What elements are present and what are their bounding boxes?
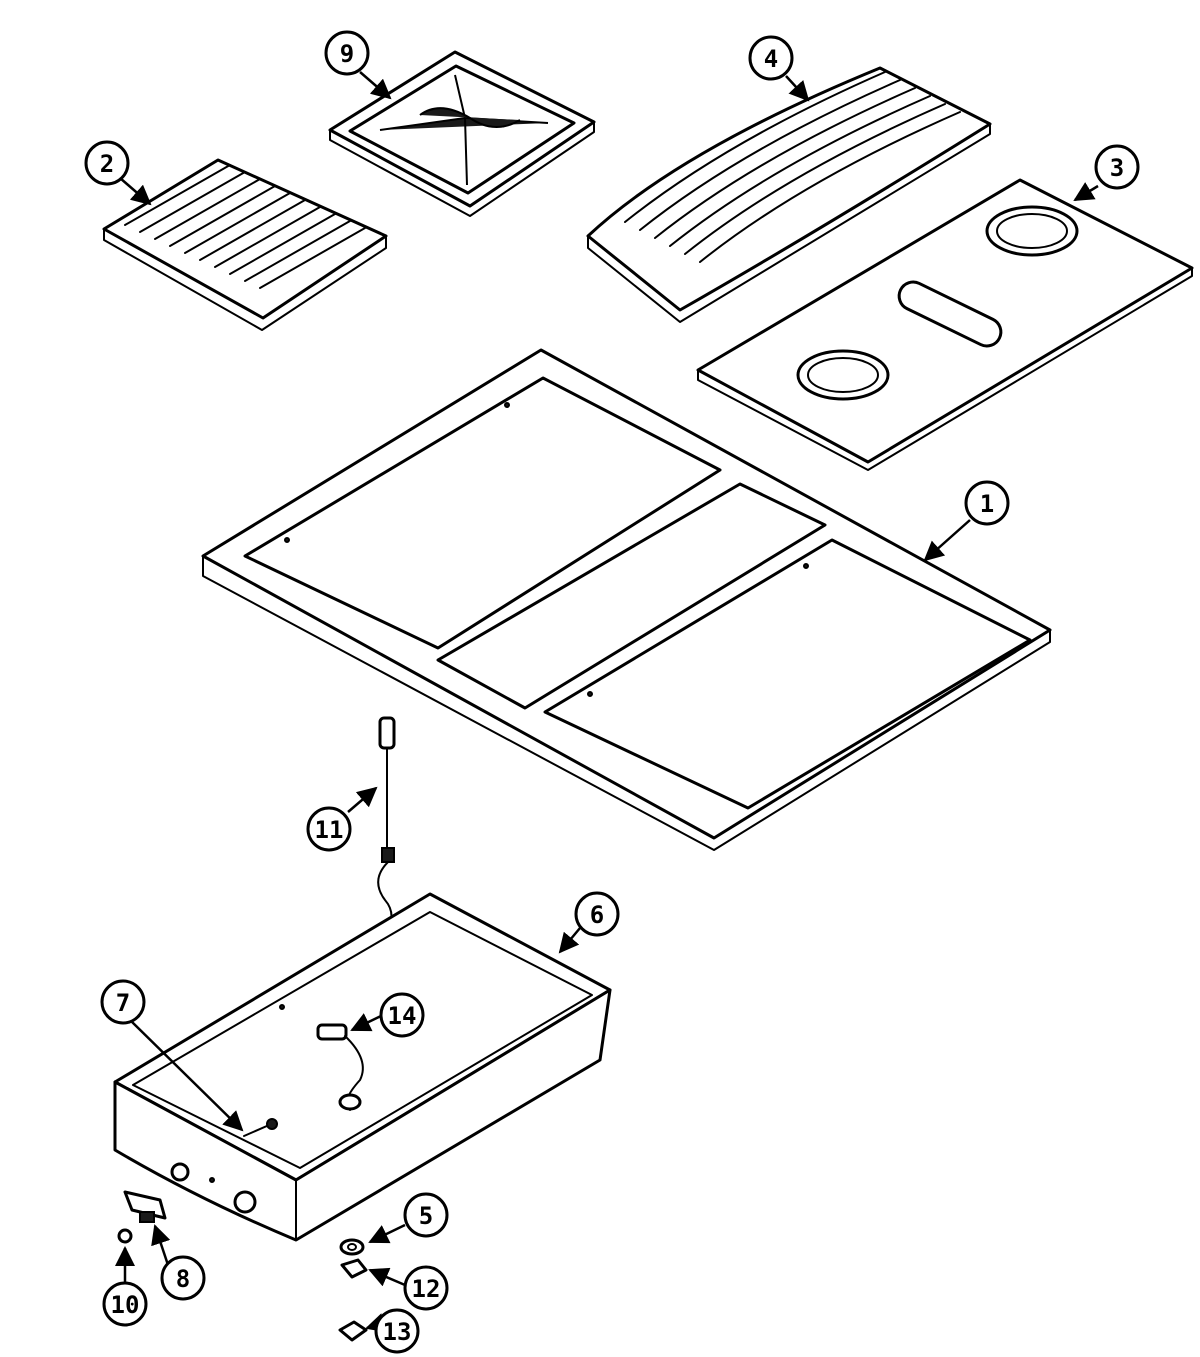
grill-grate-part <box>102 158 388 331</box>
callout-3-label: 3 <box>1110 154 1124 182</box>
small-nut-part <box>117 1228 133 1244</box>
callout-2: 2 <box>84 140 130 186</box>
burner-surface-plate-part <box>696 178 1194 471</box>
callout-14: 14 <box>379 992 425 1038</box>
callout-1: 1 <box>964 480 1010 526</box>
callout-5: 5 <box>403 1192 449 1238</box>
callout-13-label: 13 <box>383 1318 412 1346</box>
callout-5-label: 5 <box>419 1202 433 1230</box>
callout-9-label: 9 <box>340 40 354 68</box>
callout-6-label: 6 <box>590 901 604 929</box>
bracket-part <box>123 1190 167 1223</box>
callout-4-label: 4 <box>764 45 778 73</box>
callout-11: 11 <box>306 806 352 852</box>
screw-part <box>243 1118 278 1137</box>
callout-4: 4 <box>748 35 794 81</box>
connector-part <box>316 1023 364 1111</box>
callout-12: 12 <box>403 1265 449 1311</box>
callout-13: 13 <box>374 1308 420 1354</box>
callout-10-label: 10 <box>111 1291 140 1319</box>
probe-part <box>377 716 396 936</box>
nut-part-13 <box>338 1320 368 1342</box>
cooktop-frame-part <box>201 348 1052 851</box>
callout-3: 3 <box>1094 144 1140 190</box>
callout-14-label: 14 <box>388 1002 417 1030</box>
callout-2-label: 2 <box>100 150 114 178</box>
drip-pan-part <box>113 892 612 1242</box>
cooktop-cover-part <box>586 66 992 323</box>
washer-part <box>339 1238 365 1256</box>
callout-10: 10 <box>102 1281 148 1327</box>
callout-8: 8 <box>160 1255 206 1301</box>
callout-12-label: 12 <box>412 1275 441 1303</box>
burner-grate-part <box>328 50 596 217</box>
leader-lines <box>115 71 1099 1333</box>
callout-7-label: 7 <box>116 989 130 1017</box>
nut-part-12 <box>340 1258 368 1279</box>
callout-7: 7 <box>100 979 146 1025</box>
callout-9: 9 <box>324 30 370 76</box>
callout-6: 6 <box>574 891 620 937</box>
callout-11-label: 11 <box>315 816 344 844</box>
callout-1-label: 1 <box>980 490 994 518</box>
callout-8-label: 8 <box>176 1265 190 1293</box>
